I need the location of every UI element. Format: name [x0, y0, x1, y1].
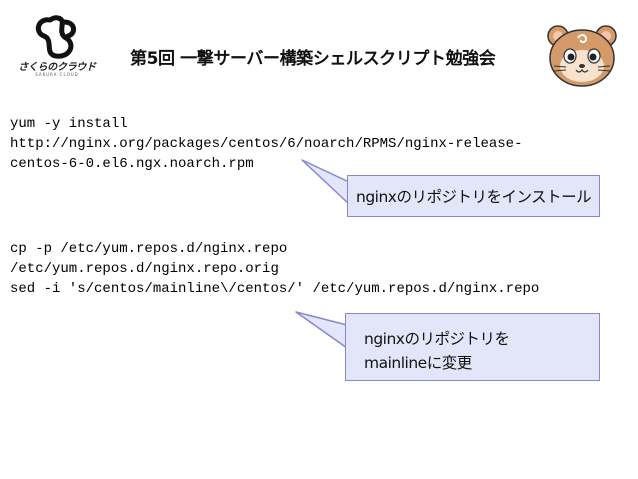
logo-mark-icon	[35, 15, 76, 59]
code-block-install: yum -y install http://nginx.org/packages…	[10, 114, 522, 174]
callout-text: mainlineに変更	[364, 354, 472, 372]
code-block-config: cp -p /etc/yum.repos.d/nginx.repo /etc/y…	[10, 239, 539, 299]
page-title: 第5回 一撃サーバー構築シェルスクリプト勉強会	[130, 49, 496, 69]
logo-text: さくらのクラウド	[18, 62, 96, 73]
callout-tail-config	[295, 311, 348, 349]
code-line: centos-6-0.el6.ngx.noarch.rpm	[10, 156, 254, 172]
callout-text: nginxのリポジトリをインストール	[356, 188, 592, 206]
code-line: sed -i 's/centos/mainline\/centos/' /etc…	[10, 281, 540, 297]
callout-install-repo: nginxのリポジトリをインストール	[347, 175, 600, 217]
mascot-image	[546, 20, 618, 90]
logo-subtext: SAKURA CLOUD	[35, 72, 79, 77]
code-line: /etc/yum.repos.d/nginx.repo.orig	[10, 261, 279, 277]
callout-change-mainline: nginxのリポジトリを mainlineに変更	[345, 313, 600, 381]
code-line: yum -y install	[10, 116, 128, 132]
mascot-face-icon	[547, 25, 617, 87]
code-line: http://nginx.org/packages/centos/6/noarc…	[10, 136, 523, 152]
callout-text: nginxのリポジトリを	[364, 330, 510, 348]
sakura-cloud-logo: さくらのクラウド SAKURA CLOUD	[14, 14, 100, 78]
code-line: cp -p /etc/yum.repos.d/nginx.repo	[10, 241, 288, 257]
